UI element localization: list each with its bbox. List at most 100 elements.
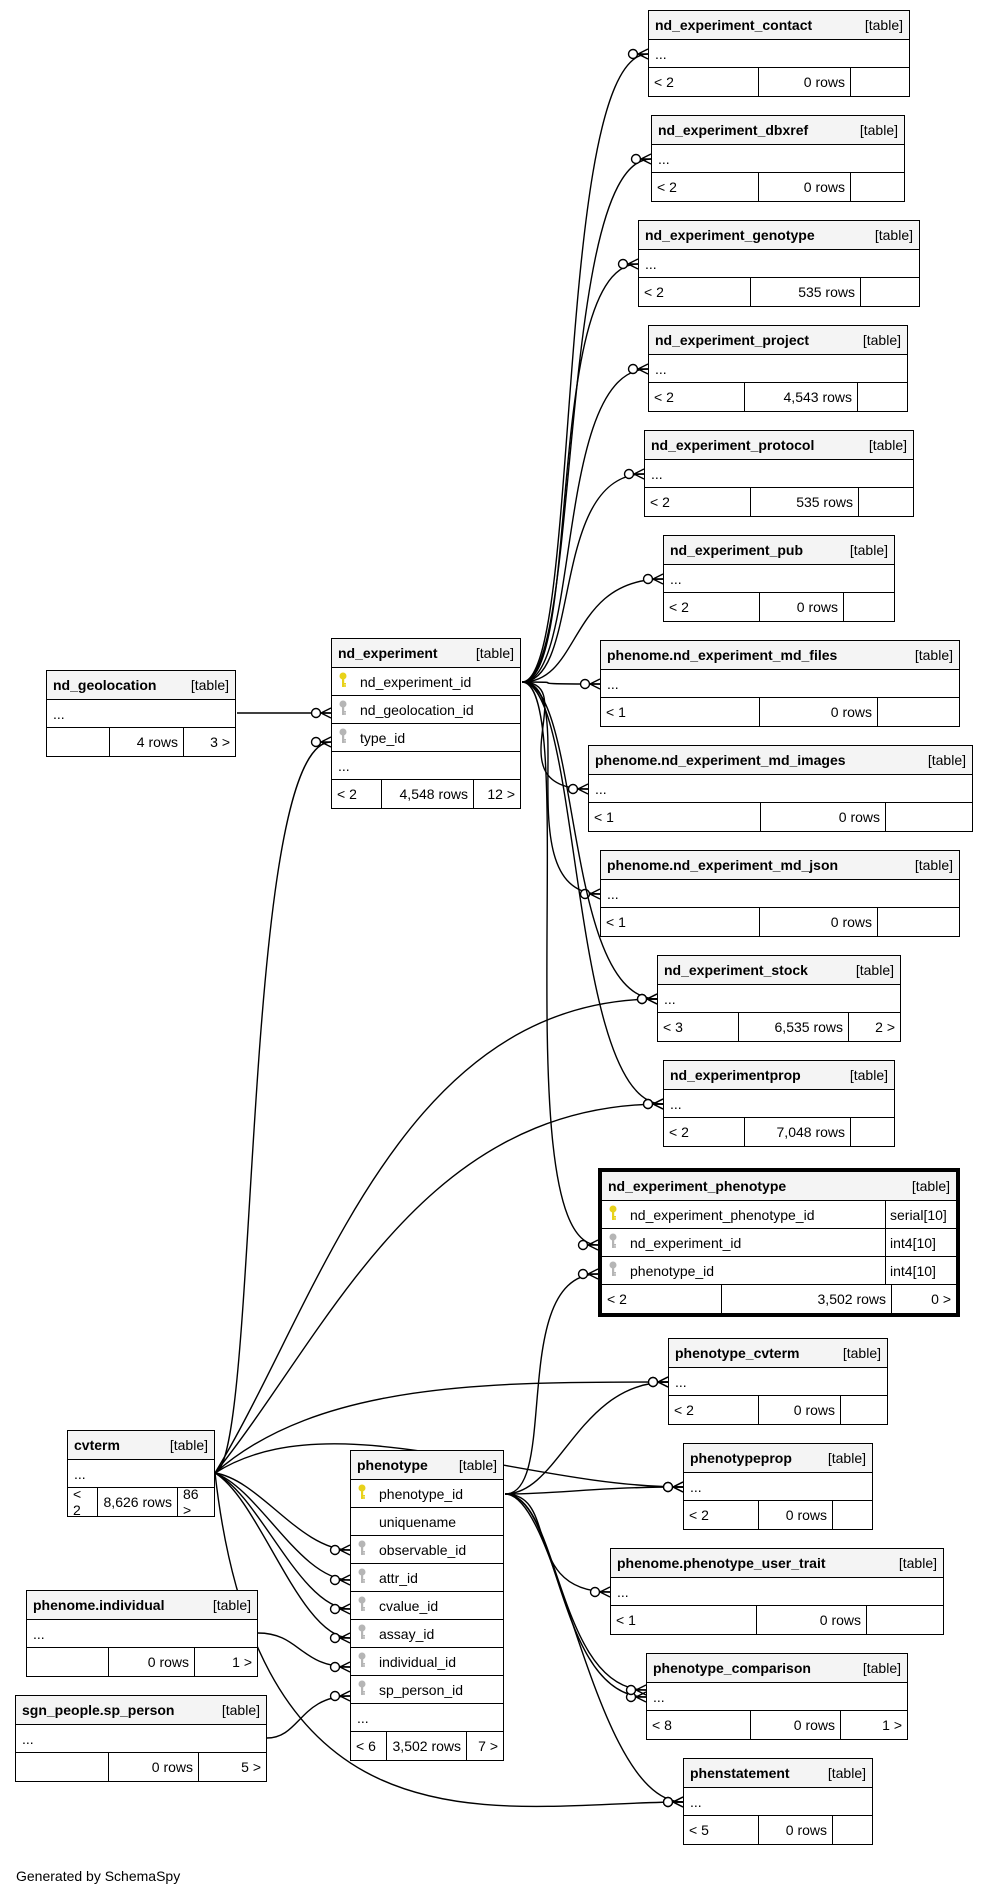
table-nd_experiment_md_json[interactable]: phenome.nd_experiment_md_json[table] ...…	[600, 850, 960, 937]
table-name: nd_experiment_contact	[655, 17, 813, 33]
children-count	[859, 488, 913, 516]
table-name: nd_experiment_stock	[664, 962, 808, 978]
table-kind: [table]	[190, 677, 229, 693]
table-nd_experiment[interactable]: nd_experiment[table] nd_experiment_id nd…	[331, 638, 521, 809]
column-name: cvalue_id	[379, 1597, 439, 1614]
crows-foot-marker	[579, 678, 601, 690]
children-count	[858, 383, 907, 411]
column-row[interactable]: attr_id	[351, 1564, 503, 1592]
column-row[interactable]: type_id	[332, 724, 520, 752]
table-phenotype[interactable]: phenotype[table] phenotype_id uniquename…	[350, 1450, 504, 1761]
edge-cvterm-stock	[214, 998, 658, 1474]
table-kind: [table]	[864, 17, 903, 33]
ellipsis-row: ...	[690, 1793, 702, 1810]
children-count: 2 >	[875, 1019, 895, 1035]
table-name: nd_geolocation	[53, 677, 157, 693]
ellipsis-row: ...	[690, 1478, 702, 1495]
parents-count: < 1	[601, 698, 760, 726]
column-row[interactable]: assay_id	[351, 1620, 503, 1648]
crows-foot-marker	[329, 1690, 351, 1702]
row-count: 0 rows	[760, 593, 844, 621]
ellipsis-row: ...	[664, 990, 676, 1007]
table-nd_experiment_md_images[interactable]: phenome.nd_experiment_md_images[table] .…	[588, 745, 973, 832]
table-kind: [table]	[221, 1702, 260, 1718]
crows-foot-marker	[627, 48, 649, 60]
edge-nd_experiment-child	[521, 681, 601, 685]
edge-nd_experiment-child	[521, 263, 639, 683]
column-row[interactable]: sp_person_id	[351, 1676, 503, 1704]
parents-count: < 2	[652, 173, 759, 201]
column-name: phenotype_id	[379, 1485, 464, 1502]
ellipsis-row: ...	[338, 757, 350, 774]
table-kind: [table]	[862, 332, 901, 348]
table-kind: [table]	[855, 962, 894, 978]
parents-count: < 2	[602, 1285, 722, 1313]
row-count: 7,048 rows	[745, 1118, 851, 1146]
row-count: 0 rows	[759, 1816, 833, 1844]
column-row[interactable]: observable_id	[351, 1536, 503, 1564]
table-nd_experiment_phenotype[interactable]: nd_experiment_phenotype[table] nd_experi…	[598, 1168, 960, 1317]
foreign-key-icon	[357, 1596, 371, 1615]
table-name: phenome.phenotype_user_trait	[617, 1555, 826, 1571]
column-row[interactable]: phenotype_id	[351, 1480, 503, 1508]
column-row[interactable]: uniquename	[351, 1508, 503, 1536]
children-count	[878, 698, 959, 726]
row-count: 535 rows	[751, 488, 859, 516]
table-kind: [table]	[914, 647, 953, 663]
row-count: 0 rows	[761, 803, 886, 831]
parents-count: < 2	[639, 278, 751, 306]
crows-foot-marker	[623, 468, 645, 480]
column-name: type_id	[360, 729, 406, 746]
edge-cvterm-cvalue	[214, 1472, 351, 1610]
children-count	[851, 68, 909, 96]
table-phenotype_user_trait[interactable]: phenome.phenotype_user_trait[table] ... …	[610, 1548, 944, 1635]
column-type: serial[10]	[885, 1201, 956, 1228]
edge-phenotype-child	[504, 1486, 684, 1495]
children-count	[833, 1816, 872, 1844]
column-row[interactable]: nd_geolocation_id	[332, 696, 520, 724]
table-name: phenome.nd_experiment_md_images	[595, 752, 846, 768]
table-name: nd_experiment_pub	[670, 542, 804, 558]
crows-foot-marker	[577, 1239, 599, 1251]
table-name: phenotype	[357, 1457, 428, 1473]
edge-phenotype-child	[504, 1493, 684, 1803]
foreign-key-icon	[338, 700, 352, 719]
row-count: 0 rows	[760, 698, 878, 726]
parents-count: < 2	[649, 68, 759, 96]
table-kind: [table]	[927, 752, 966, 768]
ellipsis-row: ...	[658, 150, 670, 167]
children-count	[833, 1501, 872, 1529]
table-nd_experiment_md_files[interactable]: phenome.nd_experiment_md_files[table] ..…	[600, 640, 960, 727]
column-row[interactable]: individual_id	[351, 1648, 503, 1676]
row-count: 3,502 rows	[722, 1285, 892, 1313]
column-row[interactable]: nd_experiment_id	[332, 668, 520, 696]
children-count	[851, 1118, 894, 1146]
parents-count: < 2	[332, 780, 382, 808]
parents-count: < 1	[611, 1606, 757, 1634]
edge-cvterm-phenotype_cvterm	[214, 1381, 669, 1474]
column-type: int4[10]	[885, 1257, 956, 1284]
column-row[interactable]: cvalue_id	[351, 1592, 503, 1620]
row-count: 0 rows	[759, 173, 851, 201]
ellipsis-row: ...	[651, 465, 663, 482]
parents-count	[16, 1753, 109, 1781]
